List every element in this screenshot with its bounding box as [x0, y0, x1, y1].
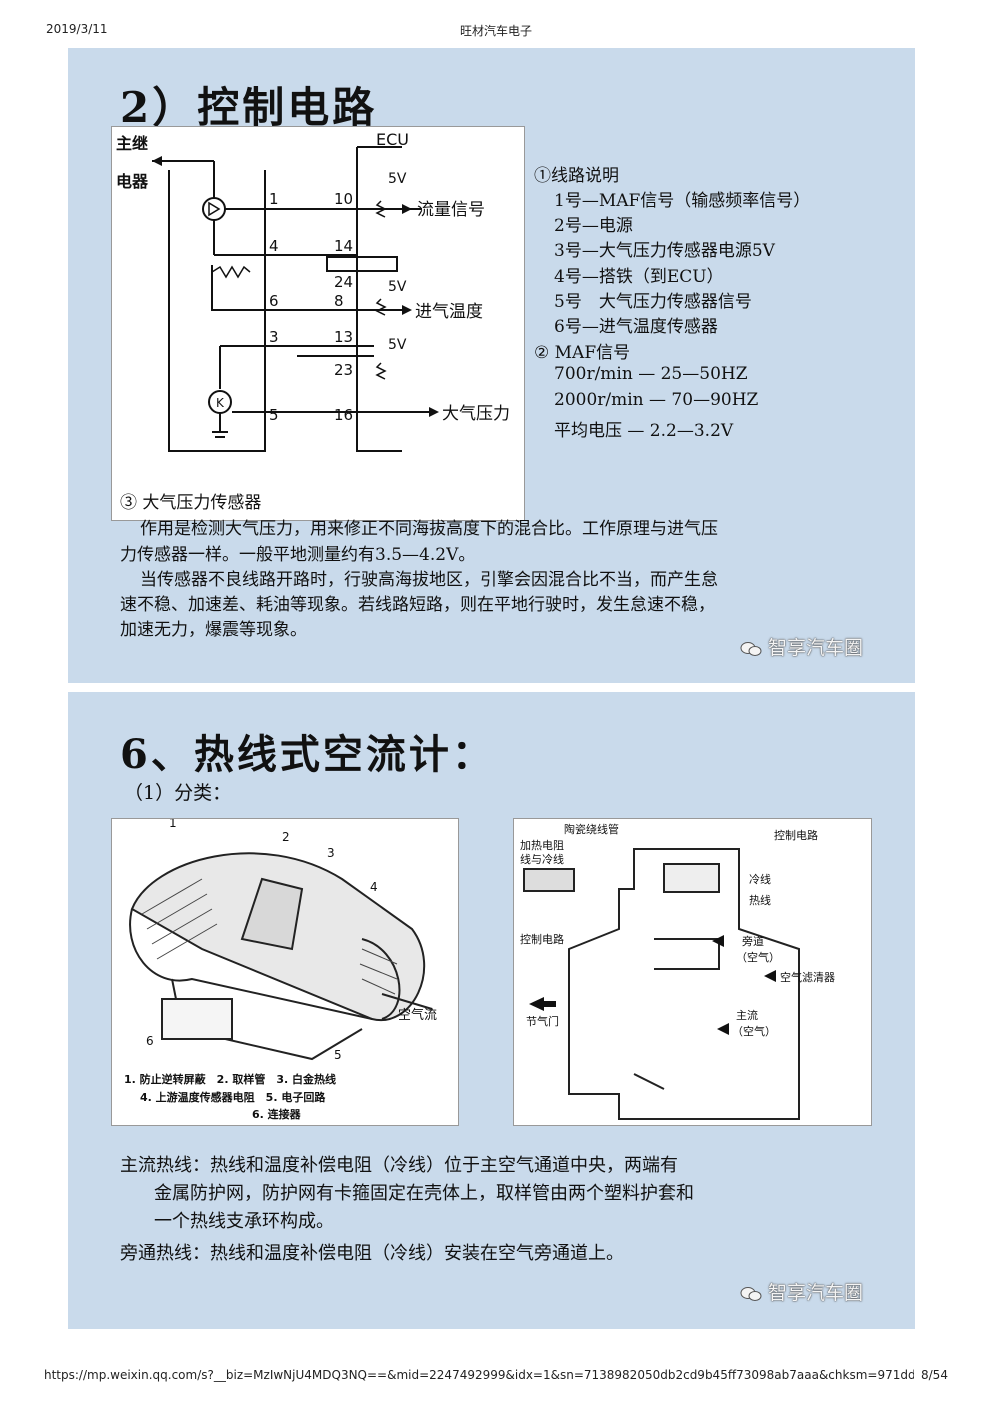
- wechat-icon: [740, 1286, 762, 1301]
- slide-hot-wire-maf: 6、热线式空流计： （1）分类： 1 2 3 4 5: [68, 692, 915, 1329]
- body-paragraph-line: 金属防护网，防护网有卡箍固定在壳体上，取样管由两个塑料护套和: [154, 1183, 694, 1204]
- legend-line: 6. 连接器: [252, 1107, 302, 1121]
- sensor-text-line: 加速无力，爆震等现象。: [120, 620, 307, 640]
- fig-label: 空气滤清器: [780, 970, 835, 984]
- part-number: 1: [169, 819, 177, 830]
- circuit-diagram: K ECU 主继 电器 1 4 6 3 5 10 14 24 8 13 23 1…: [111, 126, 525, 521]
- v5-label-3: 5V: [388, 337, 407, 353]
- ecu-label: ECU: [376, 130, 409, 149]
- fig-label: 控制电路: [774, 828, 818, 842]
- wechat-icon: [740, 641, 762, 656]
- body-paragraph-line: 一个热线支承环构成。: [154, 1211, 334, 1232]
- v5-label-2: 5V: [388, 279, 407, 295]
- slide-title: 6、热线式空流计：: [120, 731, 495, 778]
- pin-ecu-23: 23: [334, 361, 353, 379]
- pin-left-1: 1: [269, 190, 279, 208]
- signal-flow: 流量信号: [417, 200, 485, 220]
- note-line: 700r/min — 25—50HZ: [554, 364, 748, 384]
- airflow-label: 空气流: [398, 1007, 437, 1023]
- fig-label: 热线: [749, 893, 771, 907]
- fig-label: 线与冷线: [520, 852, 564, 866]
- part-number: 4: [370, 880, 378, 894]
- sensor-text-line: 速不稳、加速差、耗油等现象。若线路短路，则在平地行驶时，发生怠速不稳，: [120, 595, 715, 615]
- watermark: 智享汽车圈: [740, 1278, 863, 1305]
- note-line: 4号—搭铁（到ECU）: [554, 267, 724, 287]
- bypass-maf-svg: 陶瓷绕线管 加热电阻 线与冷线 控制电路 控制电路 冷线 热线 旁道 （空气） …: [520, 822, 835, 1120]
- fig-label: 陶瓷绕线管: [564, 822, 619, 836]
- part-number: 2: [282, 830, 290, 844]
- pin-left-4: 4: [269, 237, 279, 255]
- watermark: 智享汽车圈: [740, 633, 863, 660]
- fig-label: 控制电路: [520, 932, 564, 946]
- part-number: 6: [146, 1034, 154, 1048]
- circuit-svg: K ECU 主继 电器 1 4 6 3 5 10 14 24 8 13 23 1…: [116, 130, 510, 452]
- fig-label: 节气门: [526, 1014, 559, 1028]
- watermark-text: 智享汽车圈: [768, 637, 864, 659]
- note-line: 平均电压 — 2.2—3.2V: [554, 421, 734, 441]
- fig-label: 旁道: [742, 934, 764, 948]
- pin-ecu-13: 13: [334, 328, 353, 346]
- fig-label: （空气）: [732, 1024, 776, 1038]
- page-header-title: 旺材汽车电子: [459, 24, 532, 38]
- pin-ecu-8: 8: [334, 292, 344, 310]
- pin-ecu-14: 14: [334, 237, 353, 255]
- legend-line: 1. 防止逆转屏蔽 2. 取样管 3. 白金热线: [124, 1072, 336, 1086]
- fig-label: 加热电阻: [520, 839, 564, 852]
- note-line: ② MAF信号: [534, 343, 631, 363]
- note-line: 1号—MAF信号（输感频率信号）: [554, 191, 811, 211]
- note-line: 2号—电源: [554, 216, 633, 236]
- fig-label: 主流: [736, 1008, 758, 1022]
- pin-ecu-24: 24: [334, 273, 353, 291]
- sensor-text-line: 作用是检测大气压力，用来修正不同海拔高度下的混合比。工作原理与进气压: [140, 519, 718, 539]
- signal-intake-temp: 进气温度: [415, 302, 483, 322]
- pin-left-5: 5: [269, 406, 279, 424]
- legend-line: 4. 上游温度传感器电阻 5. 电子回路: [140, 1090, 326, 1104]
- pin-left-3: 3: [269, 328, 279, 346]
- body-paragraph-line: 主流热线：热线和温度补偿电阻（冷线）位于主空气通道中央，两端有: [120, 1155, 678, 1176]
- note-line: 3号—大气压力传感器电源5V: [554, 241, 775, 261]
- slide-title: 2）控制电路: [120, 83, 378, 132]
- pin-ecu-16: 16: [334, 406, 353, 424]
- sensor-text-line: 当传感器不良线路开路时，行驶高海拔地区，引擎会因混合比不当，而产生怠: [140, 570, 718, 590]
- maf-cutaway-svg: 1 2 3 4 5 6 空气流 1. 防止逆转屏蔽 2. 取样管 3. 白金热线…: [124, 816, 437, 1121]
- fig-label: （空气）: [736, 950, 780, 964]
- relay-label-1: 主继: [116, 134, 148, 153]
- note-line: ①线路说明: [534, 166, 619, 186]
- page-url: https://mp.weixin.qq.com/s?__biz=MzIwNjU…: [44, 1368, 914, 1382]
- print-date: 2019/3/11: [46, 22, 108, 36]
- pin-left-6: 6: [269, 292, 279, 310]
- body-paragraph-line: 旁通热线：热线和温度补偿电阻（冷线）安装在空气旁通道上。: [120, 1243, 624, 1264]
- note-line: 6号—进气温度传感器: [554, 317, 718, 337]
- page-number: 8/54: [921, 1368, 948, 1382]
- relay-label-2: 电器: [116, 172, 149, 191]
- note-line: 5号 大气压力传感器信号: [554, 292, 752, 312]
- fig-label: 冷线: [749, 872, 771, 886]
- watermark-text: 智享汽车圈: [768, 1282, 864, 1304]
- pin-ecu-10: 10: [334, 190, 353, 208]
- part-number: 3: [327, 846, 335, 860]
- bypass-maf-figure: 陶瓷绕线管 加热电阻 线与冷线 控制电路 控制电路 冷线 热线 旁道 （空气） …: [513, 818, 872, 1126]
- maf-cutaway-figure: 1 2 3 4 5 6 空气流 1. 防止逆转屏蔽 2. 取样管 3. 白金热线…: [111, 816, 459, 1126]
- sensor-text-line: 力传感器一样。一般平地测量约有3.5—4.2V。: [120, 545, 476, 565]
- sensor-section-title: ③ 大气压力传感器: [120, 493, 262, 513]
- v5-label-1: 5V: [388, 171, 407, 187]
- note-line: 2000r/min — 70—90HZ: [554, 390, 759, 410]
- part-number: 5: [334, 1048, 342, 1062]
- signal-atm-pressure: 大气压力: [442, 404, 510, 424]
- slide-subtitle: （1）分类：: [124, 782, 232, 804]
- slide-control-circuit: 2）控制电路: [68, 48, 915, 683]
- k-label: K: [216, 396, 225, 410]
